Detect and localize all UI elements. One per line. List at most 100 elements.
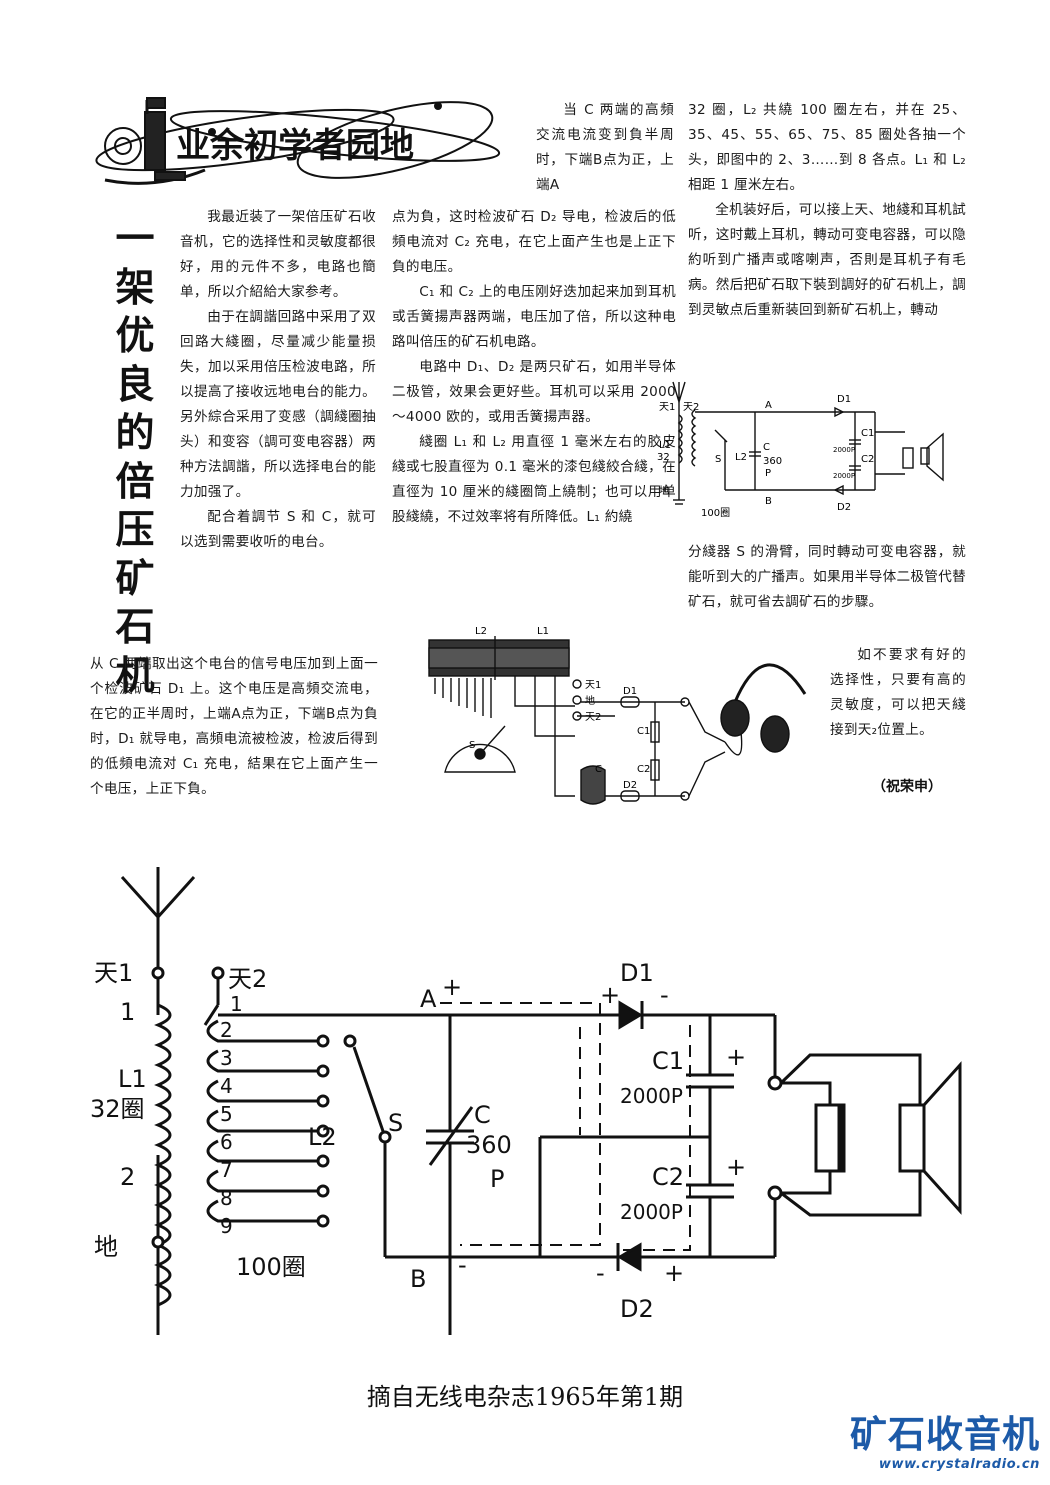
coil-l2 (206, 1019, 318, 1223)
paragraph: 点为負，这时检波矿石 D₂ 导电，检波后的低頻电流对 C₂ 充电，在它上面产生也… (392, 209, 676, 275)
label-plus: + (442, 973, 462, 1001)
small-label: C (763, 442, 770, 453)
article-column-3-bottom: 分綫器 S 的滑臂，同时轉动可变电容器，就能听到大的广播声。如果用半导体二极管代… (688, 540, 966, 615)
article-column-2: 点为負，这时检波矿石 D₂ 导电，检波后的低頻电流对 C₂ 充电，在它上面产生也… (392, 205, 676, 530)
coil-l1 (154, 1003, 172, 1307)
label-c2-plus: + (726, 1153, 746, 1181)
small-label: B (765, 496, 772, 507)
paragraph: 32 圈，L₂ 共繞 100 圈左右，并在 25、35、45、55、65、75、… (688, 102, 966, 193)
small-label: S (715, 454, 721, 465)
banner-decoration-icon (95, 97, 501, 185)
small-label: 32 (657, 452, 670, 463)
label-l2: L2 (308, 1123, 337, 1151)
pictorial-label: 天1 (585, 680, 601, 691)
paragraph: C₁ 和 C₂ 上的电压刚好迭加起来加到耳机或舌簧揚声器两端，电压加了倍，所以这… (392, 284, 676, 350)
label-ground: 地 (94, 1233, 118, 1261)
paragraph: 电路中 D₁、D₂ 是两只矿石，如用半导体二极管，效果会更好些。耳机可以采用 2… (392, 359, 676, 425)
small-schematic: 天1 天2 地 L1 32 L2 S C 360 P A B D1 D2 C1 … (657, 381, 944, 519)
pictorial-label: C2 (637, 764, 650, 775)
paragraph: 如不要求有好的选择性，只要有高的灵敏度，可以把天綫接到天₂位置上。 (830, 647, 966, 738)
pictorial-label: 天2 (585, 712, 601, 723)
title-char: 一 (115, 216, 155, 262)
paragraph: 我最近装了一架倍压矿石收音机，它的选择性和灵敏度都很好，用的元件不多，电路也簡单… (180, 209, 376, 300)
label-tap-5: 5 (220, 1102, 233, 1126)
diode-d2 (617, 1242, 642, 1272)
label-d1-minus: - (660, 981, 669, 1009)
paragraph: 綫圈 L₁ 和 L₂ 用直徑 1 毫米左右的胶皮綫或七股直徑为 0.1 毫米的漆… (392, 434, 676, 525)
small-label: L1 (659, 440, 671, 451)
small-label: 360 (763, 456, 782, 467)
label-d1: D1 (620, 959, 654, 987)
title-char: 架 (115, 264, 155, 311)
title-char: 优 (115, 313, 155, 359)
paragraph: 配合着調节 S 和 C，就可以选到需要收听的电台。 (180, 509, 376, 550)
small-label: 2000P (833, 472, 855, 480)
brand-name: 矿石收音机 (850, 1413, 1040, 1456)
label-point-b: B (410, 1265, 426, 1293)
pictorial-label: S (469, 740, 475, 751)
title-char: 石 (115, 604, 155, 650)
label-tap-2: 2 (220, 1018, 233, 1042)
title-char: 的 (115, 410, 155, 456)
label-tap-7: 7 (220, 1158, 233, 1182)
source-caption: 摘自无线电杂志1965年第1期 (366, 1383, 684, 1411)
title-char: 矿 (115, 555, 155, 602)
label-c1-value: 2000P (620, 1084, 683, 1108)
paragraph: 全机装好后，可以接上天、地綫和耳机試听，这时戴上耳机，轉动可变电容器，可以隐約听… (688, 202, 966, 318)
pictorial-diagram: L2 L1 天1 地 天2 D1 D2 C1 C2 C S (428, 626, 807, 805)
label-c2-value: 2000P (620, 1200, 683, 1224)
pictorial-label: 地 (585, 694, 595, 707)
label-cap-c-unit: P (490, 1165, 504, 1193)
small-label: 100圈 (701, 507, 730, 519)
label-c1-plus: + (726, 1043, 746, 1071)
label-tap-9: 9 (220, 1214, 233, 1238)
label-c2: C2 (652, 1163, 684, 1191)
brand-url: www.crystalradio.cn (878, 1457, 1040, 1472)
label-antenna1: 天1 (94, 959, 133, 987)
label-d2: D2 (620, 1295, 654, 1323)
article-column-3: 32 圈，L₂ 共繞 100 圈左右，并在 25、35、45、55、65、75、… (688, 98, 966, 323)
small-label: A (765, 400, 772, 411)
small-label: D1 (837, 394, 851, 405)
label-tap-4: 4 (220, 1074, 233, 1098)
title-char: 良 (115, 361, 155, 408)
label-switch: S (388, 1109, 403, 1137)
label-l1-tap-1: 1 (120, 998, 135, 1026)
banner-title: 业余初学者园地 (176, 126, 414, 166)
label-d2-minus: - (596, 1259, 605, 1287)
label-d2-plus: + (664, 1259, 684, 1287)
pictorial-label: D1 (623, 686, 637, 697)
small-label: 天1 (659, 402, 675, 413)
label-antenna2: 天2 (228, 965, 267, 993)
switch-arm (352, 1046, 387, 1138)
title-char: 压 (115, 507, 155, 553)
diode-d1 (618, 1000, 643, 1030)
article-column-2-top: 当 C 两端的高頻交流电流变到負半周时，下端B点为正，上端A (536, 98, 674, 198)
small-label: L2 (735, 452, 747, 463)
label-tap-3: 3 (220, 1046, 233, 1070)
banner-logo (95, 97, 501, 185)
large-schematic: 天1 天2 地 1 2 L1 32圈 1 2 3 4 5 6 7 8 9 L2 … (90, 867, 962, 1335)
label-l1-tap-2: 2 (120, 1163, 135, 1191)
label-tap-8: 8 (220, 1186, 233, 1210)
pictorial-label: C (595, 764, 602, 775)
label-tap-1: 1 (230, 992, 243, 1016)
label-l1: L1 (118, 1065, 147, 1093)
paragraph: 由于在調諧回路中采用了双回路大綫圈，尽量减少能量损失，加以采用倍压检波电路，所以… (180, 309, 376, 500)
small-label: C2 (861, 454, 874, 465)
article-column-3-last: 如不要求有好的选择性，只要有高的灵敏度，可以把天綫接到天₂位置上。 (830, 643, 966, 743)
small-label: P (765, 468, 771, 479)
small-label: 地 (659, 484, 669, 497)
pictorial-label: D2 (623, 780, 637, 791)
small-label: 2000P (833, 446, 855, 454)
title-char: 倍 (115, 458, 155, 505)
label-minus: - (458, 1251, 467, 1279)
small-label: D2 (837, 502, 851, 513)
brand-watermark: 矿石收音机 www.crystalradio.cn (850, 1413, 1040, 1472)
speaker-icon (898, 1103, 926, 1173)
article-title: 一 架 优 良 的 倍 压 矿 石 机 (112, 215, 158, 700)
label-tap-6: 6 (220, 1130, 233, 1154)
pictorial-label: L2 (475, 626, 487, 637)
paragraph: 从 C 两端取出这个电台的信号电压加到上面一个检波矿石 D₁ 上。这个电压是高頻… (90, 656, 378, 797)
paragraph: 当 C 两端的高頻交流电流变到負半周时，下端B点为正，上端A (536, 102, 674, 193)
